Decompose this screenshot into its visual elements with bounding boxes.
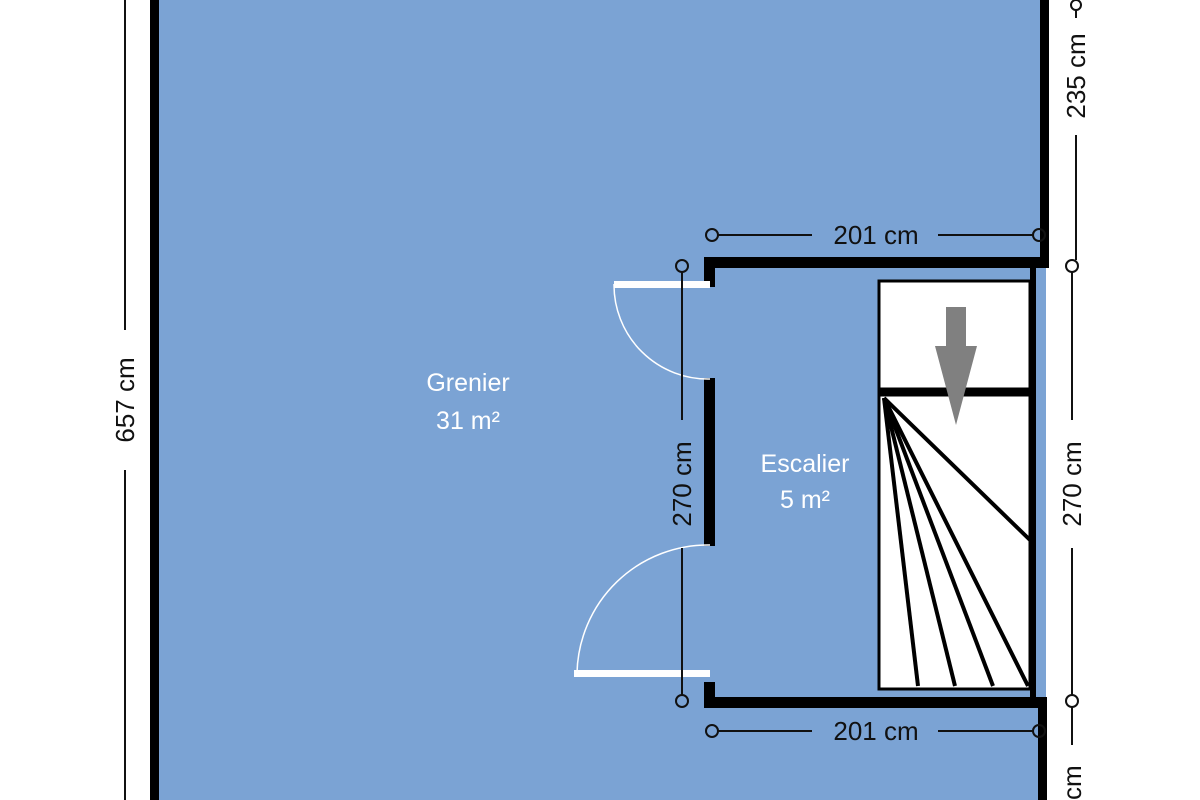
dimension-right-upper-label: 235 cm [1061, 33, 1091, 118]
escalier-area: 5 m² [780, 486, 830, 514]
dimension-right-lower-label: cm [1057, 765, 1087, 800]
dimension-stair-bottom-label: 201 cm [833, 716, 918, 746]
stair-wall-bottom [704, 697, 1047, 708]
upper-door[interactable] [613, 281, 711, 380]
upper-door-leaf [614, 281, 710, 288]
dimension-stair-left: 270 cm [667, 259, 697, 708]
dimension-left-total: 657 cm [110, 0, 140, 800]
dimension-left-total-label: 657 cm [110, 357, 140, 442]
lower-door-leaf [574, 670, 710, 677]
stair-wall-left-bottom-stub [704, 682, 715, 708]
left-wall [150, 0, 159, 800]
stair-tread [882, 397, 957, 687]
upper-door-swing [613, 283, 711, 380]
stair-wall-left-middle [704, 378, 715, 546]
stair-wall-left-top-stub [704, 257, 715, 287]
dimension-right-lower: cm [1057, 707, 1087, 800]
stair-wall-top [704, 257, 1049, 268]
dimension-right-upper: 235 cm [1061, 0, 1091, 260]
right-wall-lower [1038, 698, 1047, 800]
stair-tread [882, 397, 1030, 687]
right-wall-upper [1040, 0, 1049, 268]
grenier-area: 31 m² [436, 407, 500, 435]
grenier-name: Grenier [426, 369, 509, 397]
dimension-stair-bottom: 201 cm [705, 716, 1046, 746]
lower-door[interactable] [574, 544, 711, 677]
lower-door-swing [576, 544, 711, 674]
escalier-name: Escalier [761, 450, 850, 478]
dimension-stair-left-label: 270 cm [667, 441, 697, 526]
stair-tread [882, 397, 920, 687]
staircase [877, 279, 1032, 691]
stair-tread [882, 397, 995, 687]
dimension-stair-top: 201 cm [705, 220, 1046, 250]
dimension-stair-right: 270 cm [1057, 259, 1087, 708]
stair-tread [882, 396, 1032, 542]
down-arrow-icon [935, 307, 977, 425]
dimension-stair-right-label: 270 cm [1057, 441, 1087, 526]
dimension-stair-top-label: 201 cm [833, 220, 918, 250]
stair-wall-inner-right [1030, 268, 1036, 698]
